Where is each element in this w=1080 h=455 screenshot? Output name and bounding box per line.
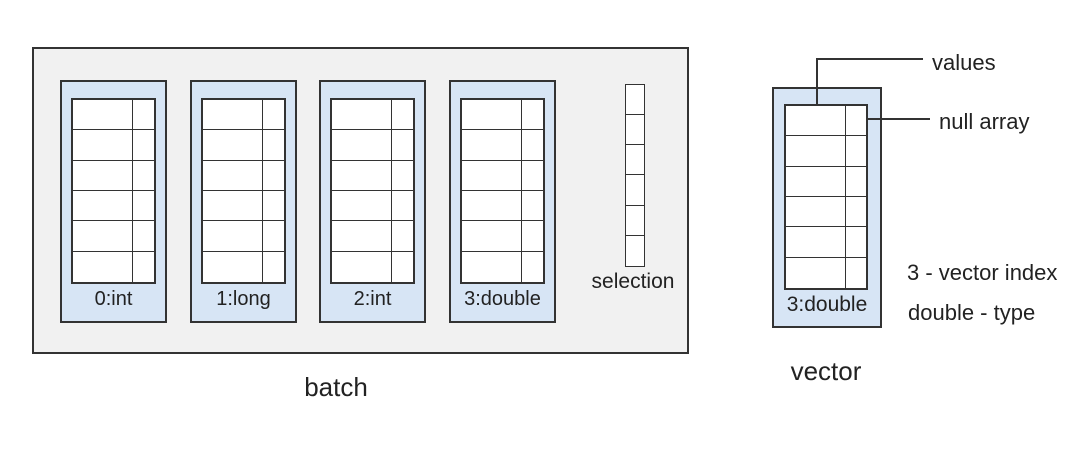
batch-vector-1: 1:long bbox=[190, 80, 297, 323]
selection-cell bbox=[626, 85, 644, 116]
null-cell bbox=[133, 130, 154, 161]
null-cell bbox=[522, 100, 543, 131]
value-cell bbox=[332, 130, 392, 161]
null-cell bbox=[522, 161, 543, 191]
value-cell bbox=[73, 100, 133, 131]
selection-cell bbox=[626, 175, 644, 206]
batch-caption: batch bbox=[304, 372, 368, 402]
null-cell bbox=[263, 191, 284, 222]
selection-cell bbox=[626, 145, 644, 176]
null-cell bbox=[846, 136, 866, 167]
null-array-connector bbox=[866, 118, 930, 120]
value-cell bbox=[203, 251, 263, 282]
null-cell bbox=[522, 130, 543, 161]
vector-label: 0:int bbox=[94, 288, 133, 310]
value-cell bbox=[786, 257, 846, 288]
null-cell bbox=[846, 197, 866, 228]
values-annotation: values bbox=[932, 50, 996, 75]
values-connector-horizontal bbox=[816, 58, 923, 60]
vector-type-note: double - type bbox=[908, 300, 1036, 325]
value-cell bbox=[786, 106, 846, 137]
value-cell bbox=[203, 160, 263, 191]
null-cell bbox=[133, 221, 154, 252]
vector-detail-box: 3:double bbox=[772, 87, 882, 328]
null-cell bbox=[846, 227, 866, 258]
null-cell bbox=[846, 167, 866, 197]
vector-label: 3:double bbox=[464, 288, 541, 310]
value-cell bbox=[786, 227, 846, 258]
value-cell bbox=[332, 251, 392, 282]
value-cell bbox=[73, 191, 133, 222]
value-cell bbox=[462, 160, 522, 191]
value-cell bbox=[73, 221, 133, 252]
null-cell bbox=[263, 130, 284, 161]
vector-cell-table bbox=[784, 104, 868, 290]
null-cell bbox=[263, 252, 284, 282]
value-cell bbox=[786, 197, 846, 228]
value-cell bbox=[462, 130, 522, 161]
vector-detail-label: 3:double bbox=[786, 293, 868, 316]
null-cell bbox=[392, 221, 413, 252]
null-cell bbox=[392, 130, 413, 161]
vector-cell-table bbox=[330, 98, 415, 284]
value-cell bbox=[462, 251, 522, 282]
selection-cell bbox=[626, 236, 644, 266]
null-array-annotation: null array bbox=[939, 109, 1030, 134]
null-cell bbox=[522, 221, 543, 252]
value-cell bbox=[203, 100, 263, 131]
value-cell bbox=[203, 130, 263, 161]
batch-vector-3: 3:double bbox=[449, 80, 556, 323]
value-cell bbox=[332, 191, 392, 222]
value-cell bbox=[462, 100, 522, 131]
vector-index-note: 3 - vector index bbox=[907, 260, 1058, 285]
value-cell bbox=[203, 221, 263, 252]
value-cell bbox=[203, 191, 263, 222]
null-cell bbox=[263, 100, 284, 131]
null-cell bbox=[846, 258, 866, 288]
null-cell bbox=[263, 161, 284, 191]
null-cell bbox=[392, 191, 413, 222]
value-cell bbox=[73, 251, 133, 282]
null-cell bbox=[133, 191, 154, 222]
null-cell bbox=[522, 252, 543, 282]
selection-cell bbox=[626, 115, 644, 146]
vector-cell-table bbox=[201, 98, 286, 284]
null-cell bbox=[133, 161, 154, 191]
vector-caption: vector bbox=[790, 356, 862, 386]
value-cell bbox=[332, 160, 392, 191]
values-connector-vertical bbox=[816, 58, 818, 105]
batch-container: 0:int 1:long 2:int 3:double selection bbox=[32, 47, 689, 354]
batch-vector-0: 0:int bbox=[60, 80, 167, 323]
selection-label: selection bbox=[591, 270, 675, 293]
batch-vector-2: 2:int bbox=[319, 80, 426, 323]
value-cell bbox=[462, 191, 522, 222]
selection-cell bbox=[626, 206, 644, 236]
value-cell bbox=[332, 100, 392, 131]
value-cell bbox=[462, 221, 522, 252]
null-cell bbox=[392, 100, 413, 131]
vector-label: 2:int bbox=[353, 288, 392, 310]
null-cell bbox=[522, 191, 543, 222]
null-cell bbox=[133, 252, 154, 282]
value-cell bbox=[73, 160, 133, 191]
selection-column bbox=[625, 84, 645, 267]
value-cell bbox=[786, 136, 846, 167]
null-cell bbox=[133, 100, 154, 131]
vector-label: 1:long bbox=[216, 288, 271, 310]
value-cell bbox=[73, 130, 133, 161]
null-cell bbox=[263, 221, 284, 252]
vector-cell-table bbox=[71, 98, 156, 284]
value-cell bbox=[786, 166, 846, 197]
value-cell bbox=[332, 221, 392, 252]
null-cell bbox=[846, 106, 866, 137]
null-cell bbox=[392, 161, 413, 191]
vector-cell-table bbox=[460, 98, 545, 284]
null-cell bbox=[392, 252, 413, 282]
